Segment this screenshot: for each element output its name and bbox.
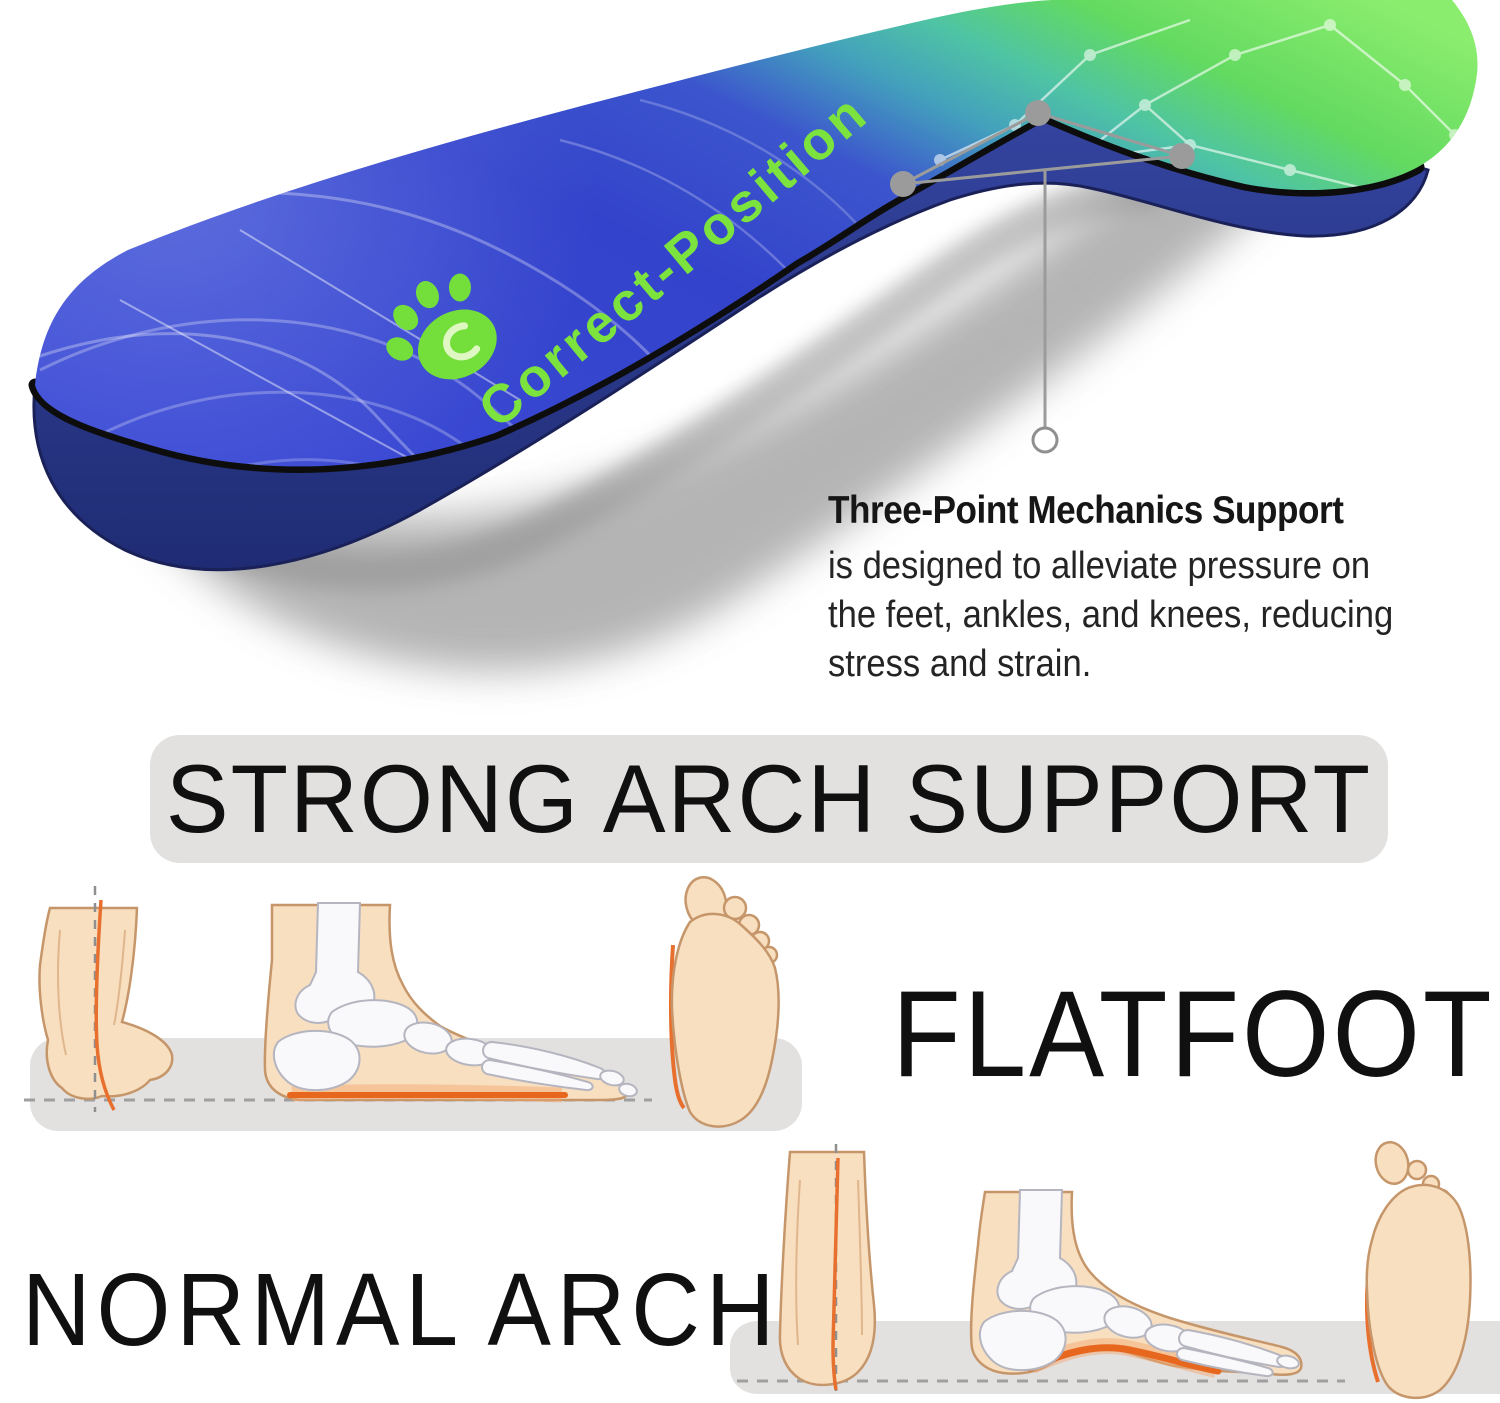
paw-logo-icon [386,273,497,380]
three-point-callout-text: Three-Point Mechanics Support is designe… [828,489,1449,689]
callout-body-line: stress and strain. [828,643,1092,685]
normal-sole-view [1365,1141,1472,1399]
normal-side-skeletal-view [969,1189,1303,1378]
flatfoot-label: FLATFOOT [892,964,1495,1103]
callout-heading: Three-Point Mechanics Support [828,489,1344,532]
normal-heel-rear-view [778,1144,877,1398]
callout-body-line: the feet, ankles, and knees, reducing [828,594,1394,636]
banner-label: STRONG ARCH SUPPORT [165,744,1373,853]
three-point-callout [890,100,1195,454]
misalignment-orange-line [94,899,116,1111]
callout-body-line: is designed to alleviate pressure on [828,545,1371,587]
insole-shadow [80,165,1280,672]
callout-endpoint-circle [1031,426,1059,454]
ground-band [730,1321,1500,1394]
medial-contact-orange-line [668,944,686,1110]
strong-arch-support-banner: STRONG ARCH SUPPORT [150,735,1388,863]
flatfoot-side-skeletal-view [263,902,638,1103]
alignment-orange-line [831,1157,840,1391]
insole-photo: Correct-Position [28,0,1478,672]
normal-arch-label: NORMAL ARCH [22,1251,781,1368]
support-point-marker [890,171,916,197]
normal-arch-illustration [730,1141,1500,1399]
support-point-marker [1169,143,1195,169]
flatfoot-heel-rear-view [38,886,174,1112]
arch-orange-line [1026,1344,1222,1375]
flatfoot-sole-view [668,876,780,1128]
flatfoot-illustration [24,876,802,1131]
support-point-marker [1025,100,1051,126]
